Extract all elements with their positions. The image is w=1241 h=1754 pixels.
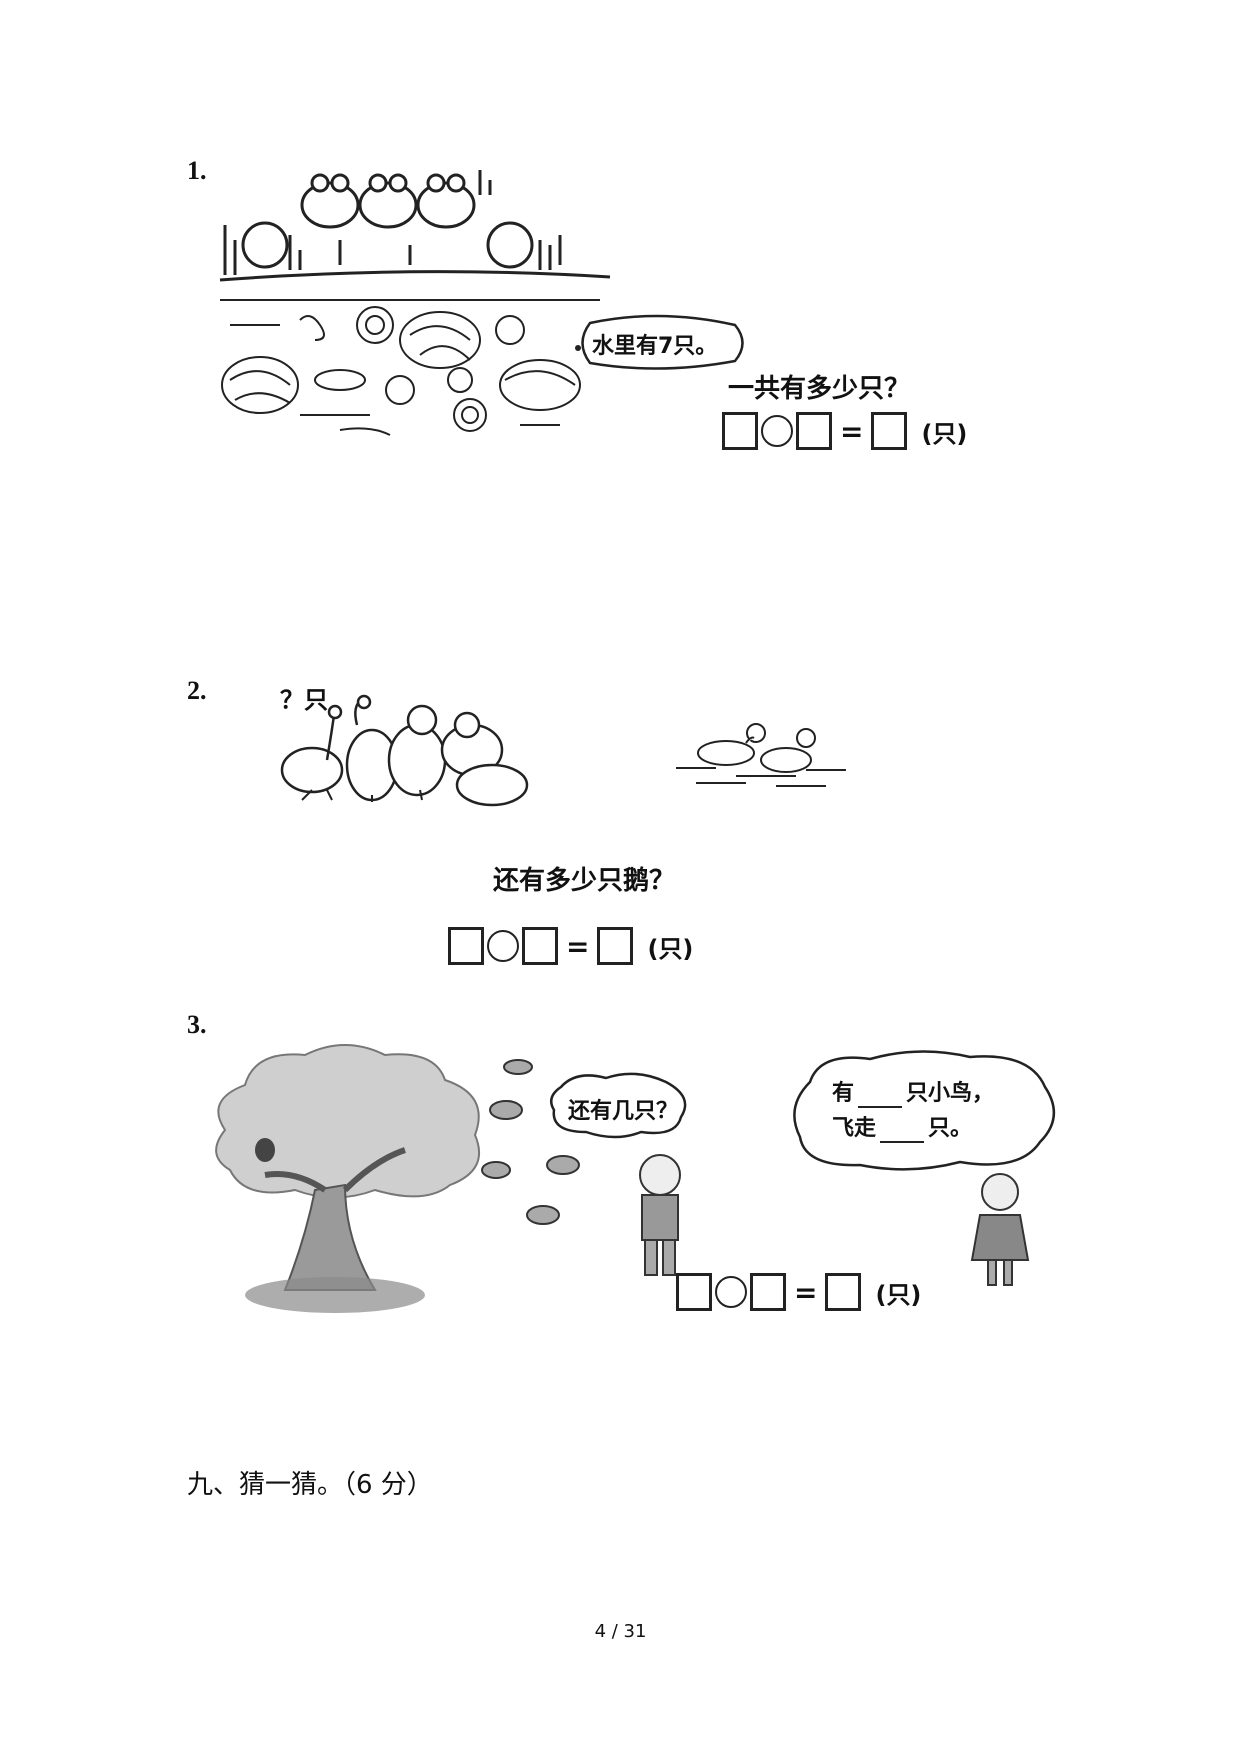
q2-answer-box-1[interactable] (448, 927, 484, 965)
q3-answer-box-1[interactable] (676, 1273, 712, 1311)
q1-speech-bubble-text: 水里有7只。 (592, 334, 718, 359)
q2-answer-box-result[interactable] (597, 927, 634, 965)
q1-answer-equation: = (只) (722, 412, 967, 450)
q3-operator-circle[interactable] (715, 1276, 747, 1308)
q3-answer-equation: = (只) (676, 1273, 921, 1311)
q3-girl-speech-line-2: 飞走 只。 (832, 1110, 972, 1143)
q1-speech-bubble-shape (575, 314, 744, 370)
q3-girl-speech-bubble-shape (793, 1050, 1056, 1171)
girl-line2-suffix: 只。 (928, 1116, 973, 1141)
question-1-number: 1. (187, 156, 207, 185)
geese-swimming-illustration (676, 723, 846, 787)
boy-figure (639, 1154, 681, 1276)
q2-unknown-label: ？只 (280, 686, 328, 714)
q1-operator-circle[interactable] (761, 415, 793, 447)
q3-girl-speech-line-1: 有 只小鸟， (832, 1075, 994, 1108)
q3-answer-box-result[interactable] (825, 1273, 862, 1311)
q2-question-text: 还有多少只鹅？ (493, 866, 676, 896)
question-2-number: 2. (187, 676, 207, 705)
girl-line1-prefix: 有 (832, 1081, 855, 1106)
blank-flew-away-count[interactable] (880, 1116, 925, 1143)
frogs-pond-illustration (219, 170, 611, 436)
q1-answer-box-1[interactable] (722, 412, 758, 450)
girl-line2-prefix: 飞走 (832, 1116, 877, 1141)
q3-boy-speech-text: 还有几只？ (568, 1099, 679, 1124)
page-number: 4 / 31 (594, 1621, 647, 1642)
q1-answer-box-result[interactable] (871, 412, 908, 450)
section-9-title: 九、猜一猜。（6 分） (187, 1470, 433, 1500)
girl-figure (970, 1173, 1030, 1286)
q1-answer-box-2[interactable] (796, 412, 832, 450)
q3-answer-box-2[interactable] (750, 1273, 786, 1311)
tree-illustration (215, 1044, 480, 1313)
q1-unit-label: (只) (921, 419, 968, 448)
q2-answer-box-2[interactable] (522, 927, 558, 965)
q2-answer-equation: = (只) (448, 927, 693, 965)
equals-sign: = (840, 414, 864, 448)
question-3-number: 3. (187, 1010, 207, 1039)
geese-group-illustration (280, 694, 529, 807)
q3-boy-speech-bubble-shape (549, 1072, 687, 1139)
flying-birds-illustration (481, 1059, 580, 1225)
equals-sign: = (566, 929, 590, 963)
equals-sign: = (794, 1275, 818, 1309)
blank-bird-count[interactable] (858, 1081, 903, 1108)
q2-unit-label: (只) (647, 934, 694, 963)
q2-operator-circle[interactable] (487, 930, 519, 962)
q3-unit-label: (只) (875, 1280, 922, 1309)
girl-line1-suffix: 只小鸟， (906, 1081, 995, 1106)
q1-question-text: 一共有多少只？ (728, 374, 911, 404)
